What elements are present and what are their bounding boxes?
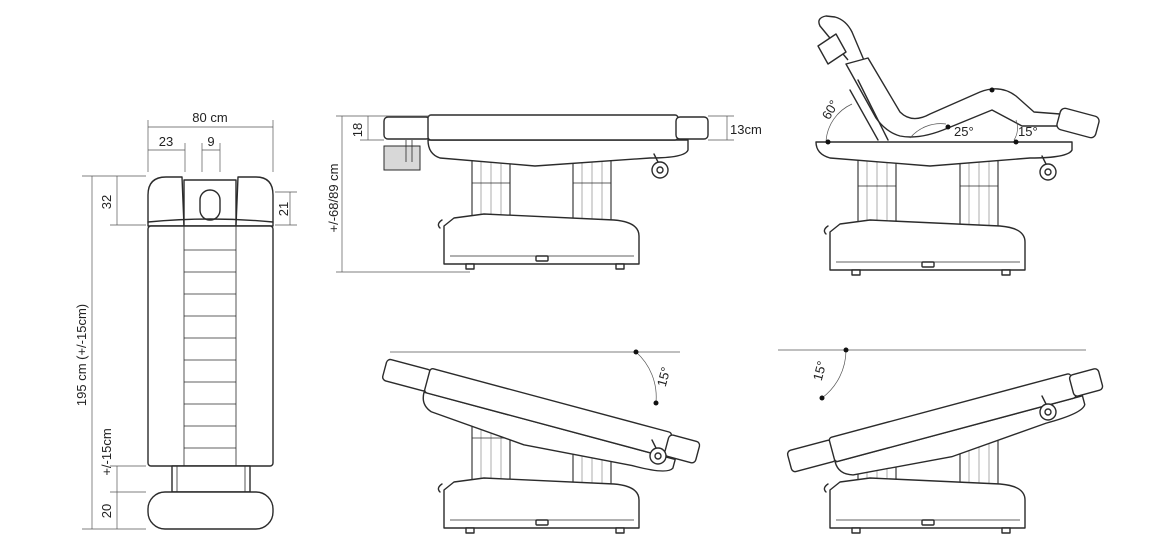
reclined-face-cradle [817, 33, 847, 65]
tilt-left-frame [422, 391, 676, 472]
reclined-leg-cushion [1056, 107, 1100, 139]
extension-15-label: +/-15cm [99, 428, 114, 475]
reclined-frame [815, 141, 1073, 167]
dim-18-label: 18 [350, 123, 365, 137]
tilt-right-head-cushion [786, 439, 837, 473]
height-range-label: +/-68/89 cm [326, 163, 341, 232]
tilt-left-foot-cushion [664, 434, 701, 464]
side-view-flat: 18 13cm +/-68/89 cm [326, 114, 762, 273]
angle-60-label: 60° [819, 97, 842, 122]
tilt-right-frame [834, 395, 1086, 476]
side-view-tilt-head-up: 15° [382, 349, 701, 534]
angle-15-tilt-right-label: 15° [810, 359, 830, 382]
side-view-tilt-foot-up: 15° [778, 347, 1104, 534]
top-head-edge [147, 218, 274, 223]
face-hole [199, 189, 221, 221]
dim-21-label: 21 [276, 202, 291, 216]
dim-23-label: 23 [159, 134, 173, 149]
flat-foot-cushion [675, 116, 709, 140]
top-main-body [147, 225, 274, 467]
tilt-right-foot-cushion [1068, 368, 1104, 397]
length-195-label: 195 cm (+/-15cm) [74, 304, 89, 406]
dim-9-label: 9 [207, 134, 214, 149]
dim-13-label: 13cm [730, 122, 762, 137]
flat-head-cushion [383, 116, 431, 140]
flat-face-cradle [383, 145, 421, 171]
angle-15-leg-label: 15° [1018, 124, 1038, 139]
side-view-reclined: 60° 25° 15° [815, 15, 1100, 276]
angle-25-label: 25° [954, 124, 974, 139]
flat-body-cushion [427, 114, 679, 141]
dim-32-label: 32 [99, 195, 114, 209]
top-head-right-pad [235, 176, 274, 227]
width-80-label: 80 cm [192, 110, 227, 125]
top-foot-pad [147, 491, 274, 530]
dim-20-label: 20 [99, 504, 114, 518]
flat-frame [427, 139, 689, 167]
angle-15-tilt-left-label: 15° [654, 365, 674, 388]
top-head-left-pad [147, 176, 185, 227]
top-view: 80 cm 23 9 32 21 195 cm (+/-15cm) +/-15c… [74, 110, 297, 530]
tilt-left-head-cushion [382, 358, 432, 392]
top-extension [171, 465, 251, 493]
